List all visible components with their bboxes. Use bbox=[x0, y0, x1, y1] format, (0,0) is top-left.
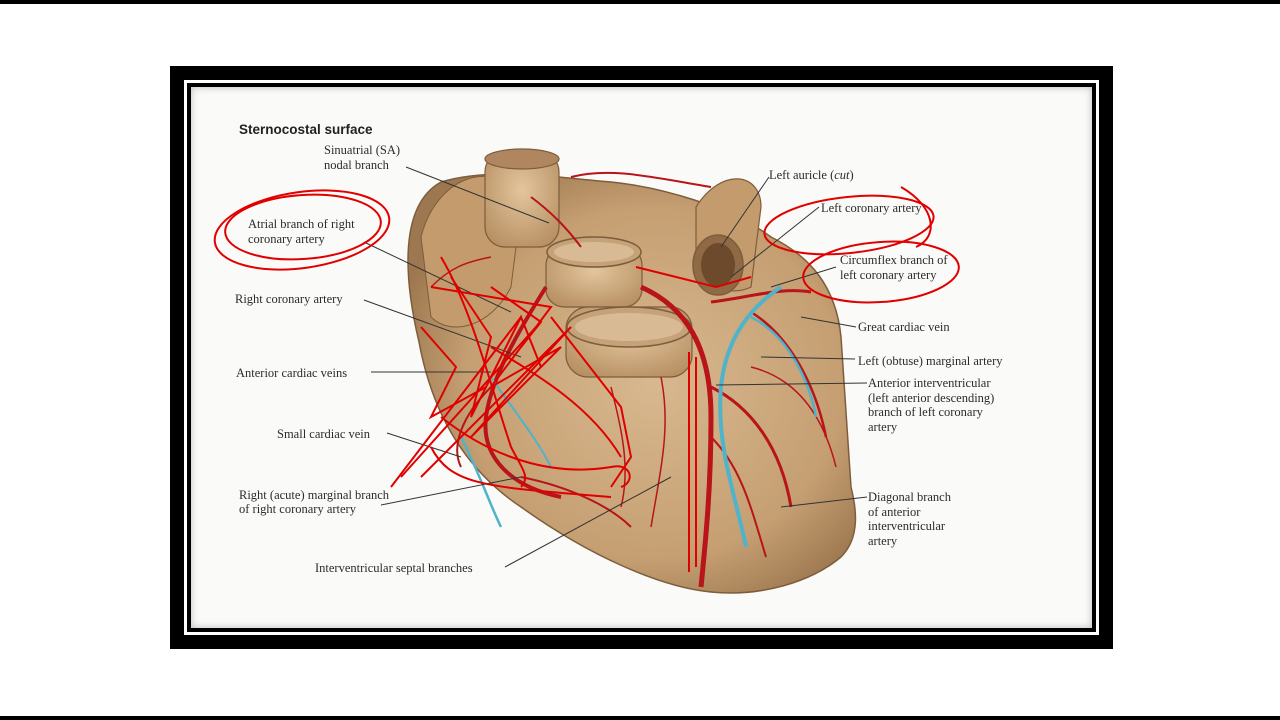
great-cardiac-vein-drawing bbox=[718, 285, 783, 548]
label-great-cardiac-vein: Great cardiac vein bbox=[858, 320, 950, 334]
heart-illustration bbox=[213, 148, 960, 594]
label-left-obtuse-marginal-artery: Left (obtuse) marginal artery bbox=[858, 354, 1003, 368]
label-left-coronary-artery: Left coronary artery bbox=[821, 201, 922, 215]
label-left-auricle: Left auricle (cut) bbox=[769, 168, 854, 183]
label-aiv-line4: artery bbox=[868, 420, 898, 434]
label-right-coronary-artery: Right coronary artery bbox=[235, 292, 343, 306]
label-diagonal-line1: Diagonal branch bbox=[868, 490, 951, 504]
label-aiv-line1: Anterior interventricular bbox=[868, 376, 991, 390]
small-cardiac-vein-drawing bbox=[459, 436, 503, 528]
anterior-interventricular-artery-drawing bbox=[639, 284, 714, 588]
bottom-border bbox=[0, 716, 1280, 720]
red-ink-annotations bbox=[213, 186, 960, 572]
label-atrial-branch-line2: coronary artery bbox=[248, 232, 325, 246]
label-left-auricle-cut: cut bbox=[834, 168, 850, 182]
label-diagonal-line2: of anterior bbox=[868, 505, 921, 519]
leader-lines bbox=[363, 166, 868, 568]
label-anterior-cardiac-veins: Anterior cardiac veins bbox=[236, 366, 348, 380]
label-small-cardiac-vein: Small cardiac vein bbox=[277, 427, 371, 441]
label-left-auricle-text: Left auricle ( bbox=[769, 168, 835, 182]
label-diagonal-line3: interventricular bbox=[868, 519, 946, 533]
label-right-marginal-line2: of right coronary artery bbox=[239, 502, 356, 516]
label-sa-nodal-branch-line1: Sinuatrial (SA) bbox=[324, 143, 401, 157]
label-interventricular-septal-branches: Interventricular septal branches bbox=[315, 561, 473, 575]
diagram-title: Sternocostal surface bbox=[239, 122, 373, 137]
label-atrial-branch-line1: Atrial branch of right bbox=[248, 217, 355, 231]
circumflex-artery-drawing bbox=[710, 289, 812, 304]
label-diagonal-line4: artery bbox=[868, 534, 898, 548]
label-aiv-line2: (left anterior descending) bbox=[868, 391, 995, 405]
label-circumflex-line1: Circumflex branch of bbox=[840, 253, 948, 267]
label-left-auricle-close: ) bbox=[849, 168, 854, 182]
label-right-marginal-line1: Right (acute) marginal branch bbox=[239, 488, 390, 502]
label-sa-nodal-branch-line2: nodal branch bbox=[324, 158, 389, 172]
anterior-cardiac-vein-drawing bbox=[490, 376, 552, 468]
label-aiv-line3: branch of left coronary bbox=[868, 405, 983, 419]
top-border bbox=[0, 0, 1280, 4]
diagram-canvas: Sternocostal surface Sinuatrial (SA) nod… bbox=[191, 87, 1092, 628]
label-circumflex-line2: left coronary artery bbox=[840, 268, 937, 282]
svc-opening bbox=[484, 148, 560, 170]
